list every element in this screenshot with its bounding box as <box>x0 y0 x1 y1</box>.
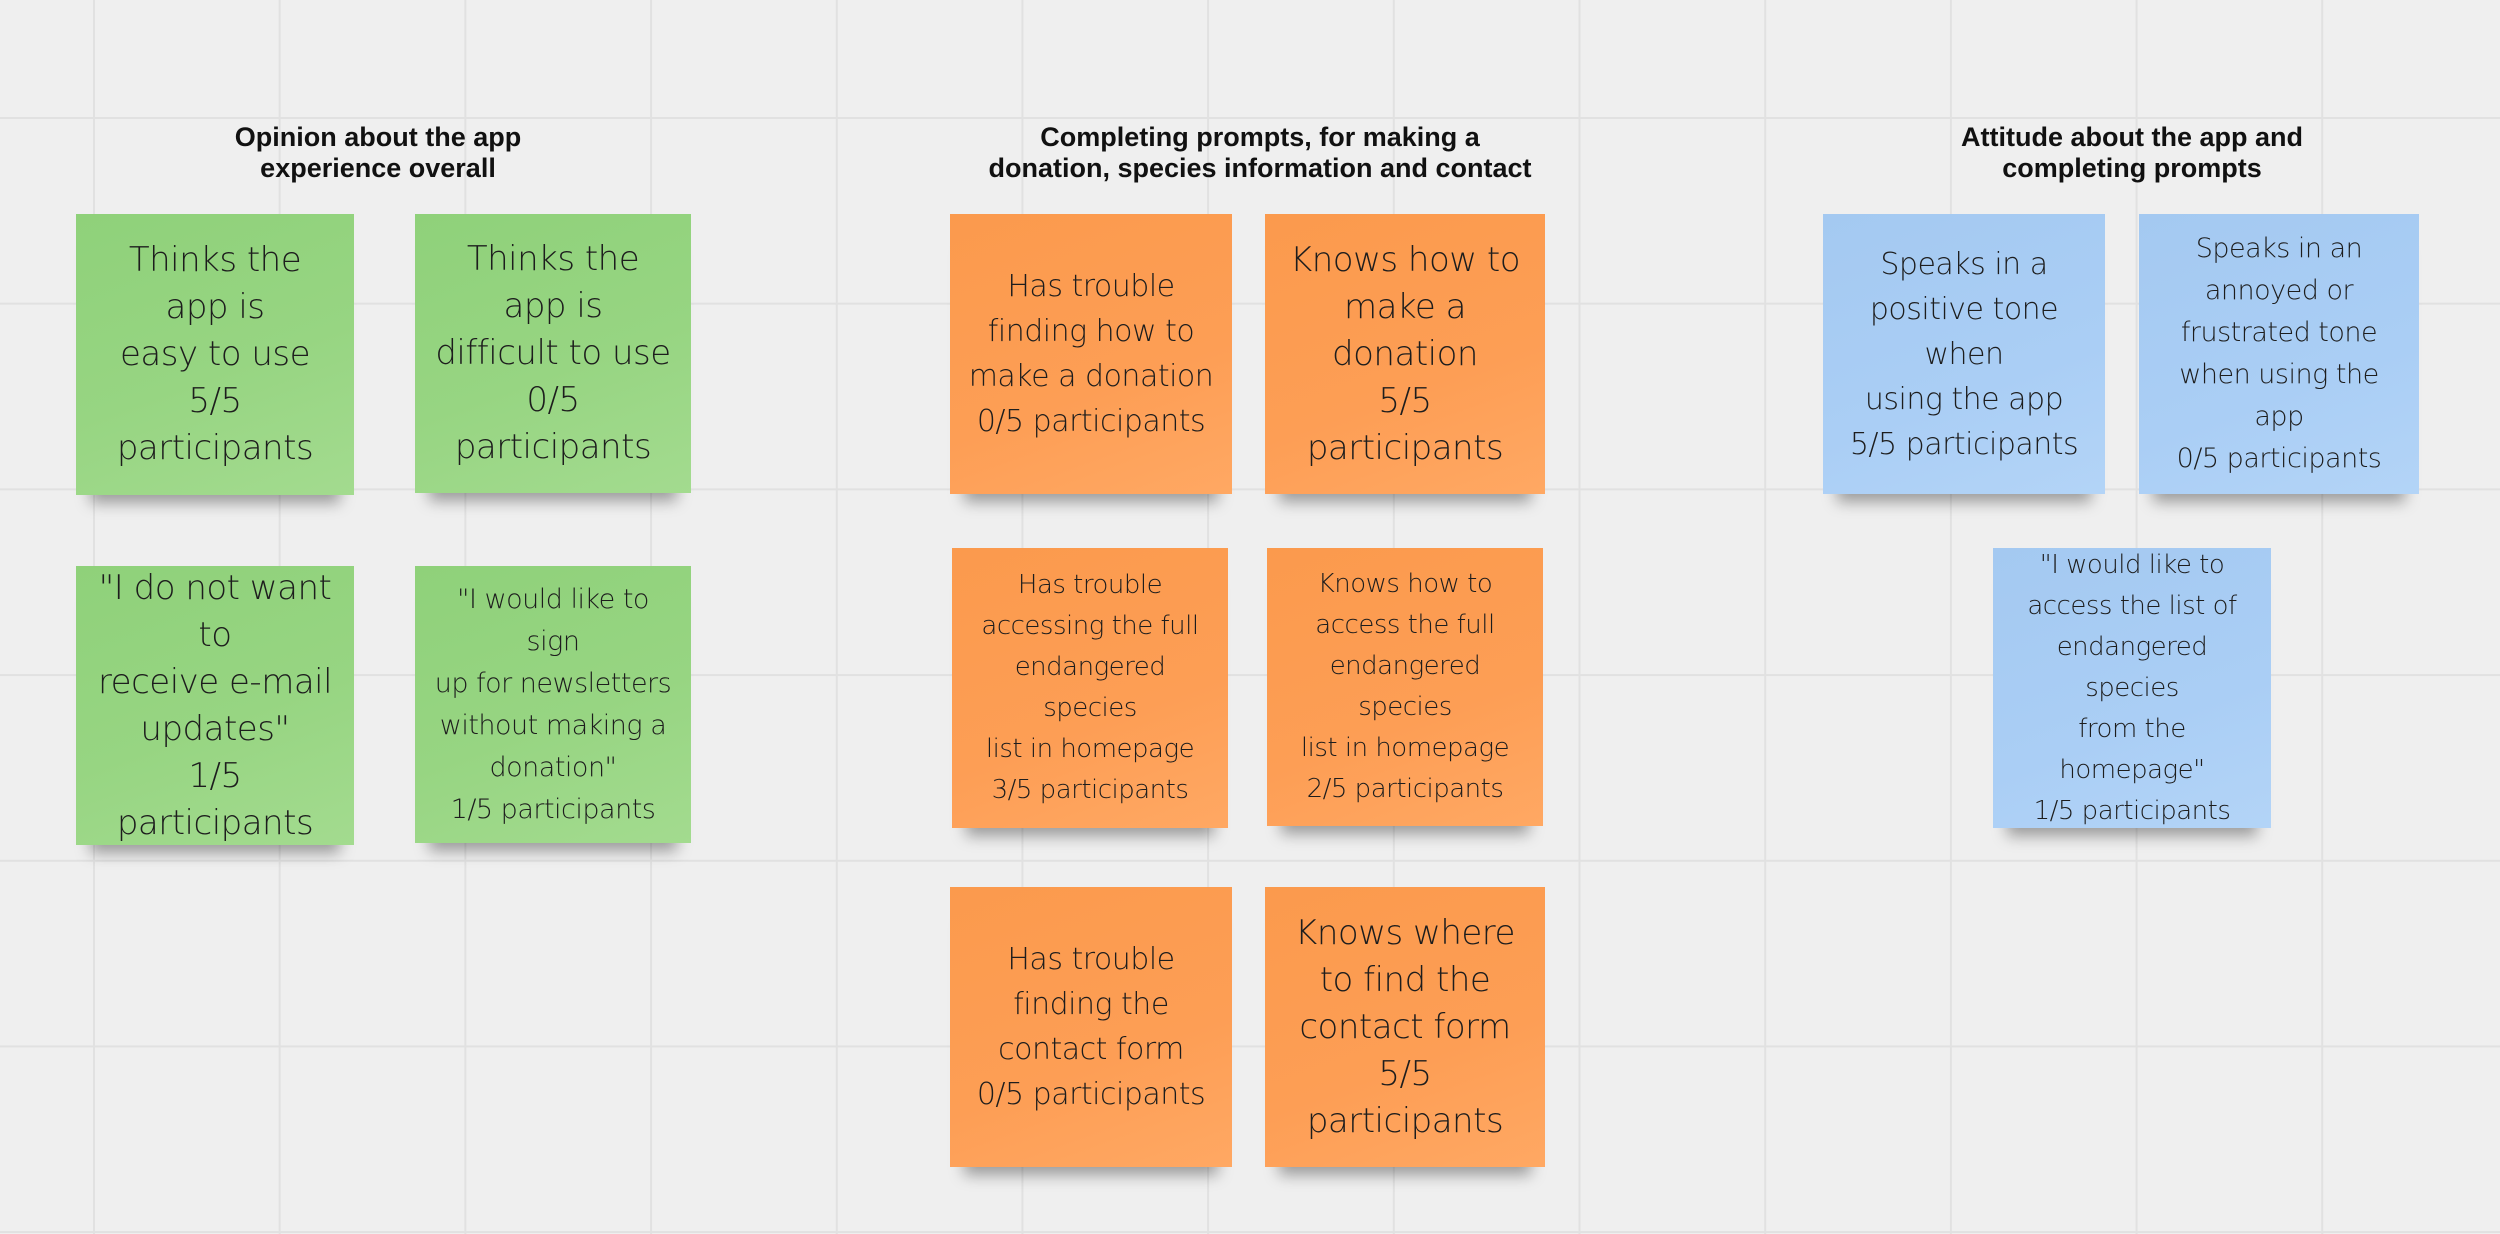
sticky-note-positive-tone[interactable]: Speaks in a positive tone when using the… <box>1823 214 2105 494</box>
cluster-title-attitude: Attitude about the app and completing pr… <box>1961 122 2303 183</box>
cluster-title-completing-prompts: Completing prompts, for making a donatio… <box>988 122 1532 183</box>
sticky-note-newsletter-signup[interactable]: "I would like to sign up for newsletters… <box>415 566 691 843</box>
sticky-note-trouble-species-list[interactable]: Has trouble accessing the full endangere… <box>952 548 1228 828</box>
sticky-note-trouble-contact-form[interactable]: Has trouble finding the contact form 0/5… <box>950 887 1232 1167</box>
sticky-note-knows-species-list[interactable]: Knows how to access the full endangered … <box>1267 548 1543 826</box>
sticky-note-knows-donation[interactable]: Knows how to make a donation 5/5 partici… <box>1265 214 1545 494</box>
sticky-note-frustrated-tone[interactable]: Speaks in an annoyed or frustrated tone … <box>2139 214 2419 494</box>
cluster-title-opinion: Opinion about the app experience overall <box>234 122 522 183</box>
sticky-note-trouble-donation[interactable]: Has trouble finding how to make a donati… <box>950 214 1232 494</box>
sticky-note-easy-to-use[interactable]: Thinks the app is easy to use 5/5 partic… <box>76 214 354 495</box>
sticky-note-knows-contact-form[interactable]: Knows where to find the contact form 5/5… <box>1265 887 1545 1167</box>
sticky-note-difficult-to-use[interactable]: Thinks the app is difficult to use 0/5 p… <box>415 214 691 493</box>
sticky-note-no-email-updates[interactable]: "I do not want to receive e-mail updates… <box>76 566 354 845</box>
sticky-note-species-list-homepage[interactable]: "I would like to access the list of enda… <box>1993 548 2271 828</box>
